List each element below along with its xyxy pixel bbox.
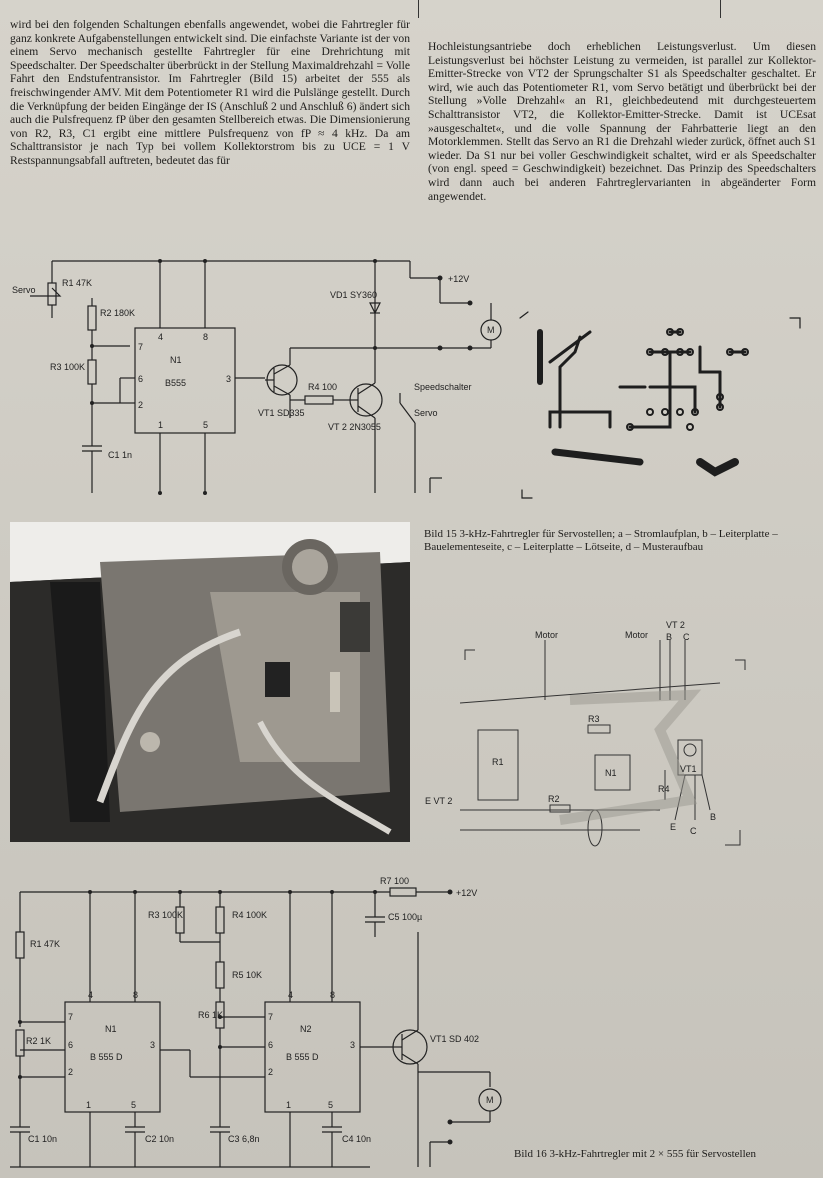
label-c2: C (690, 826, 697, 836)
label-r1: R1 (492, 757, 504, 767)
figure16-schematic: R7 100 +12V R3 100K R4 100K R5 10K R6 1K… (10, 876, 502, 1168)
label-pin: 5 (203, 420, 208, 430)
label-r3: R3 (588, 714, 600, 724)
label-pin: 1 (86, 1100, 91, 1110)
label-n1: N1 (170, 355, 182, 365)
label-r4: R4 100 (308, 382, 337, 392)
label-r4: R4 100K (232, 910, 267, 920)
label-ic2: B 555 D (286, 1052, 319, 1062)
label-vt1: VT1 SD335 (258, 408, 305, 418)
label-c5: C5 100µ (388, 912, 422, 922)
text-column-right: Hochleistungsantriebe doch erheblichen L… (428, 40, 816, 203)
label-pin: 2 (138, 400, 143, 410)
label-vt2-top: VT 2 (666, 620, 685, 630)
label-pin: 6 (138, 374, 143, 384)
figure15-caption: Bild 15 3-kHz-Fahrtregler für Servostell… (424, 528, 778, 553)
label-motor-b: Motor (625, 630, 648, 640)
label-motor-a: Motor (535, 630, 558, 640)
label-c4: C4 10n (342, 1134, 371, 1144)
label-pin: 6 (268, 1040, 273, 1050)
label-n1: N1 (605, 768, 617, 778)
label-r4: R4 (658, 784, 670, 794)
label-pin: 5 (131, 1100, 136, 1110)
label-motor: M (487, 325, 495, 335)
text-column-left: wird bei den folgenden Schaltungen ebenf… (10, 18, 410, 168)
label-c3: C3 6,8n (228, 1134, 260, 1144)
label-r2: R2 1K (26, 1036, 51, 1046)
label-pin: 3 (150, 1040, 155, 1050)
label-n1: N1 (105, 1024, 117, 1034)
label-pin: 7 (268, 1012, 273, 1022)
label-r3: R3 100K (148, 910, 183, 920)
label-pin: 8 (203, 332, 208, 342)
label-b: B (666, 632, 672, 642)
label-c1: C1 10n (28, 1134, 57, 1144)
paragraph: wird bei den folgenden Schaltungen ebenf… (10, 18, 410, 167)
figure15-schematic: Servo R1 47K R2 180K R3 100K C1 1n N1 B5… (12, 259, 502, 495)
label-r2: R2 180K (100, 308, 135, 318)
figure16-caption: Bild 16 3-kHz-Fahrtregler mit 2 × 555 fü… (514, 1148, 757, 1160)
label-r1: R1 47K (30, 939, 60, 949)
label-vt1: VT1 SD 402 (430, 1034, 479, 1044)
label-pin: 1 (286, 1100, 291, 1110)
label-pin: 2 (68, 1067, 73, 1077)
label-supply: +12V (448, 274, 469, 284)
label-pin: 4 (88, 990, 93, 1000)
label-servo: Servo (12, 285, 36, 295)
label-e: E (670, 822, 676, 832)
label-vt1: VT1 (680, 764, 697, 774)
label-vt2: VT 2 2N3055 (328, 422, 381, 432)
label-r2: R2 (548, 794, 560, 804)
label-e-vt2: E VT 2 (425, 796, 452, 806)
label-pin: 3 (350, 1040, 355, 1050)
label-pin: 5 (328, 1100, 333, 1110)
column-rule (418, 0, 419, 18)
label-r7: R7 100 (380, 876, 409, 886)
label-pin: 7 (138, 342, 143, 352)
label-c2: C2 10n (145, 1134, 174, 1144)
label-b2: B (710, 812, 716, 822)
figure15-photo (10, 522, 410, 842)
label-r5: R5 10K (232, 970, 262, 980)
paragraph: Hochleistungsantriebe doch erheblichen L… (428, 40, 816, 203)
label-pin: 1 (158, 420, 163, 430)
label-motor: M (486, 1095, 494, 1105)
label-pin: 6 (68, 1040, 73, 1050)
label-pin: 2 (268, 1067, 273, 1077)
label-vd1: VD1 SY360 (330, 290, 377, 300)
label-r6: R6 1K (198, 1010, 223, 1020)
label-c: C (683, 632, 690, 642)
label-supply: +12V (456, 888, 477, 898)
label-pin: 4 (288, 990, 293, 1000)
figure15-pcb-component-side: Motor Motor VT 2 B C R3 R1 N1 VT1 R4 R2 … (425, 620, 746, 847)
label-r1: R1 47K (62, 278, 92, 288)
label-servo-switch: Servo (414, 408, 438, 418)
label-pin: 7 (68, 1012, 73, 1022)
label-r3: R3 100K (50, 362, 85, 372)
column-rule (720, 0, 721, 18)
label-n2: N2 (300, 1024, 312, 1034)
label-pin: 8 (133, 990, 138, 1000)
label-ic1: B 555 D (90, 1052, 123, 1062)
label-pin: 4 (158, 332, 163, 342)
label-speedschalter: Speedschalter (414, 382, 472, 392)
figure15-pcb-solder-side (519, 311, 801, 499)
label-pin: 3 (226, 374, 231, 384)
label-pin: 8 (330, 990, 335, 1000)
label-c1: C1 1n (108, 450, 132, 460)
label-ic: B555 (165, 378, 186, 388)
